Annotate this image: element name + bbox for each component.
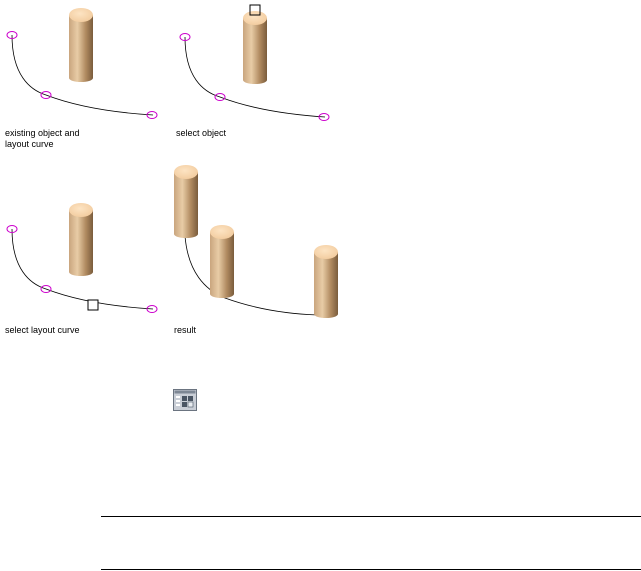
curve-node [146, 305, 158, 313]
wood-post [174, 165, 198, 238]
curve-node [6, 225, 18, 233]
caption-line: layout curve [5, 139, 54, 149]
panel-existing [6, 8, 158, 119]
curve-node [214, 93, 226, 101]
caption-select-layout-curve: select layout curve [5, 325, 80, 335]
pick-box-cursor [249, 4, 261, 16]
curve-node [179, 33, 191, 41]
curve-node [146, 111, 158, 119]
panel-select-curve [6, 203, 158, 313]
divider-rule [101, 516, 641, 517]
panel-select-object [179, 4, 330, 121]
layout-curve [184, 235, 319, 316]
panel-result [174, 165, 338, 318]
pick-box-cursor [87, 299, 99, 311]
caption-result: result [174, 325, 197, 335]
curve-node [40, 91, 52, 99]
curve-node [6, 31, 18, 39]
wood-post [243, 11, 267, 84]
wood-post [69, 203, 93, 276]
wood-post [210, 225, 234, 298]
layout-curve [11, 228, 154, 310]
wood-post [314, 245, 338, 318]
wood-post [69, 8, 93, 82]
curve-node [40, 285, 52, 293]
layout-curve [184, 36, 326, 118]
layout-tool-icon[interactable] [173, 389, 197, 411]
caption-line: existing object and [5, 128, 80, 138]
layout-curve [11, 34, 154, 116]
curve-node [318, 113, 330, 121]
divider-rule [101, 569, 641, 570]
caption-select-object: select object [176, 128, 227, 138]
caption-existing-object: existing object and layout curve [5, 128, 80, 150]
